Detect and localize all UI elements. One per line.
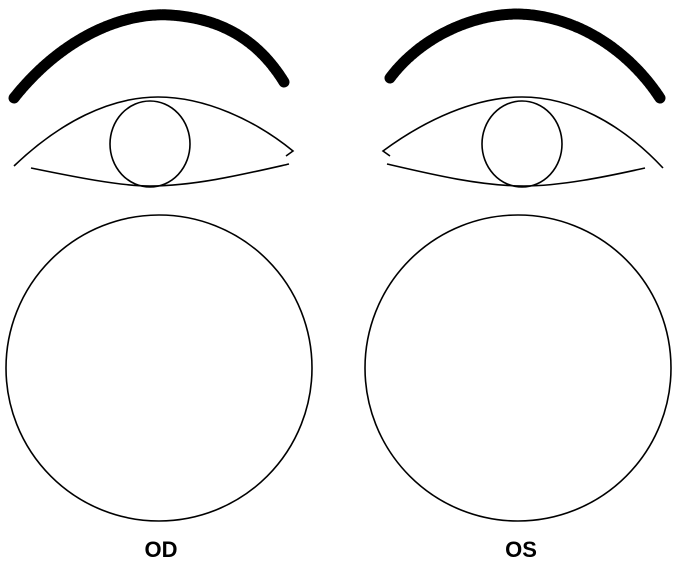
left-lower-eyelid bbox=[387, 164, 645, 186]
right-iris bbox=[110, 101, 190, 187]
left-iris bbox=[482, 101, 562, 187]
right-upper-eyelid bbox=[14, 97, 293, 166]
left-eye-group bbox=[365, 14, 671, 521]
right-eye-label: OD bbox=[111, 538, 211, 562]
left-fundus-circle bbox=[365, 215, 671, 521]
right-eyebrow-core bbox=[14, 15, 284, 98]
right-fundus-circle bbox=[6, 215, 312, 521]
left-eye-label: OS bbox=[471, 538, 571, 562]
right-eye-group bbox=[6, 15, 312, 521]
left-upper-eyelid bbox=[383, 97, 663, 168]
left-eyebrow-core bbox=[390, 14, 660, 98]
right-lower-eyelid bbox=[31, 164, 289, 186]
